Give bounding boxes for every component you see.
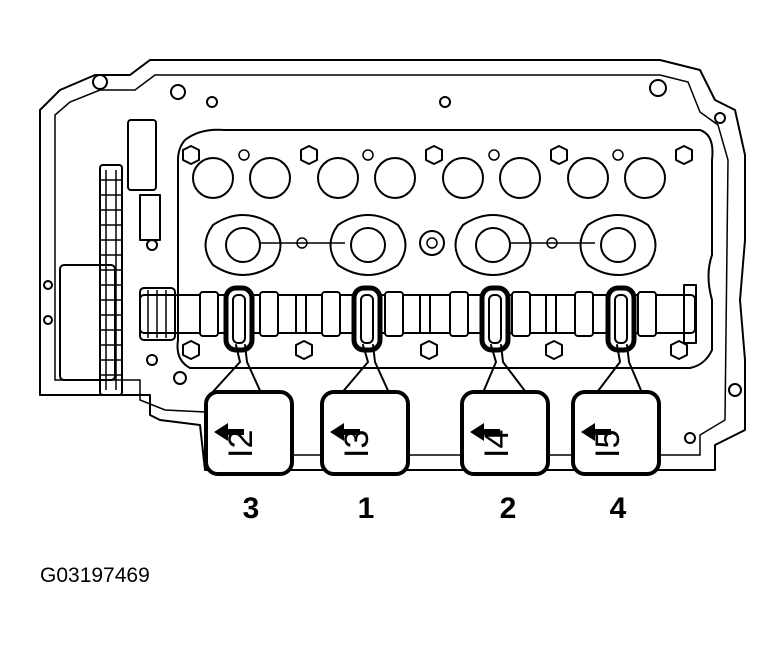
order-number: 4	[610, 492, 627, 525]
camshaft	[139, 284, 697, 344]
cam-carrier-frame	[176, 128, 714, 369]
bearing-cap-4	[594, 285, 644, 396]
timing-chain	[59, 119, 161, 396]
head-bolts	[182, 145, 693, 360]
cap-mark-callout-2: I3	[320, 390, 410, 476]
order-number: 1	[358, 492, 375, 525]
cap-mark-label: I3	[338, 430, 376, 458]
cap-mark-callout-1: I2	[204, 390, 294, 476]
arrow-left-icon	[214, 423, 244, 441]
bearing-cap-3	[479, 285, 529, 396]
bearing-cap-2	[339, 285, 391, 396]
valve-lifters	[192, 157, 666, 199]
cap-mark-label: I2	[222, 430, 260, 458]
order-number: 3	[243, 492, 260, 525]
spark-plug-bores	[204, 214, 657, 276]
arrow-left-icon	[470, 423, 500, 441]
cap-mark-callout-4: I5	[571, 390, 661, 476]
cylinder-head-outline	[39, 59, 746, 471]
cap-mark-label: I5	[589, 430, 627, 458]
figure-code: G03197469	[40, 564, 150, 587]
cap-mark-callout-3: I4	[460, 390, 550, 476]
arrow-left-icon	[581, 423, 611, 441]
arrow-left-icon	[330, 423, 360, 441]
cap-mark-label: I4	[478, 430, 516, 458]
order-number: 2	[500, 492, 517, 525]
bearing-cap-1	[209, 285, 263, 396]
